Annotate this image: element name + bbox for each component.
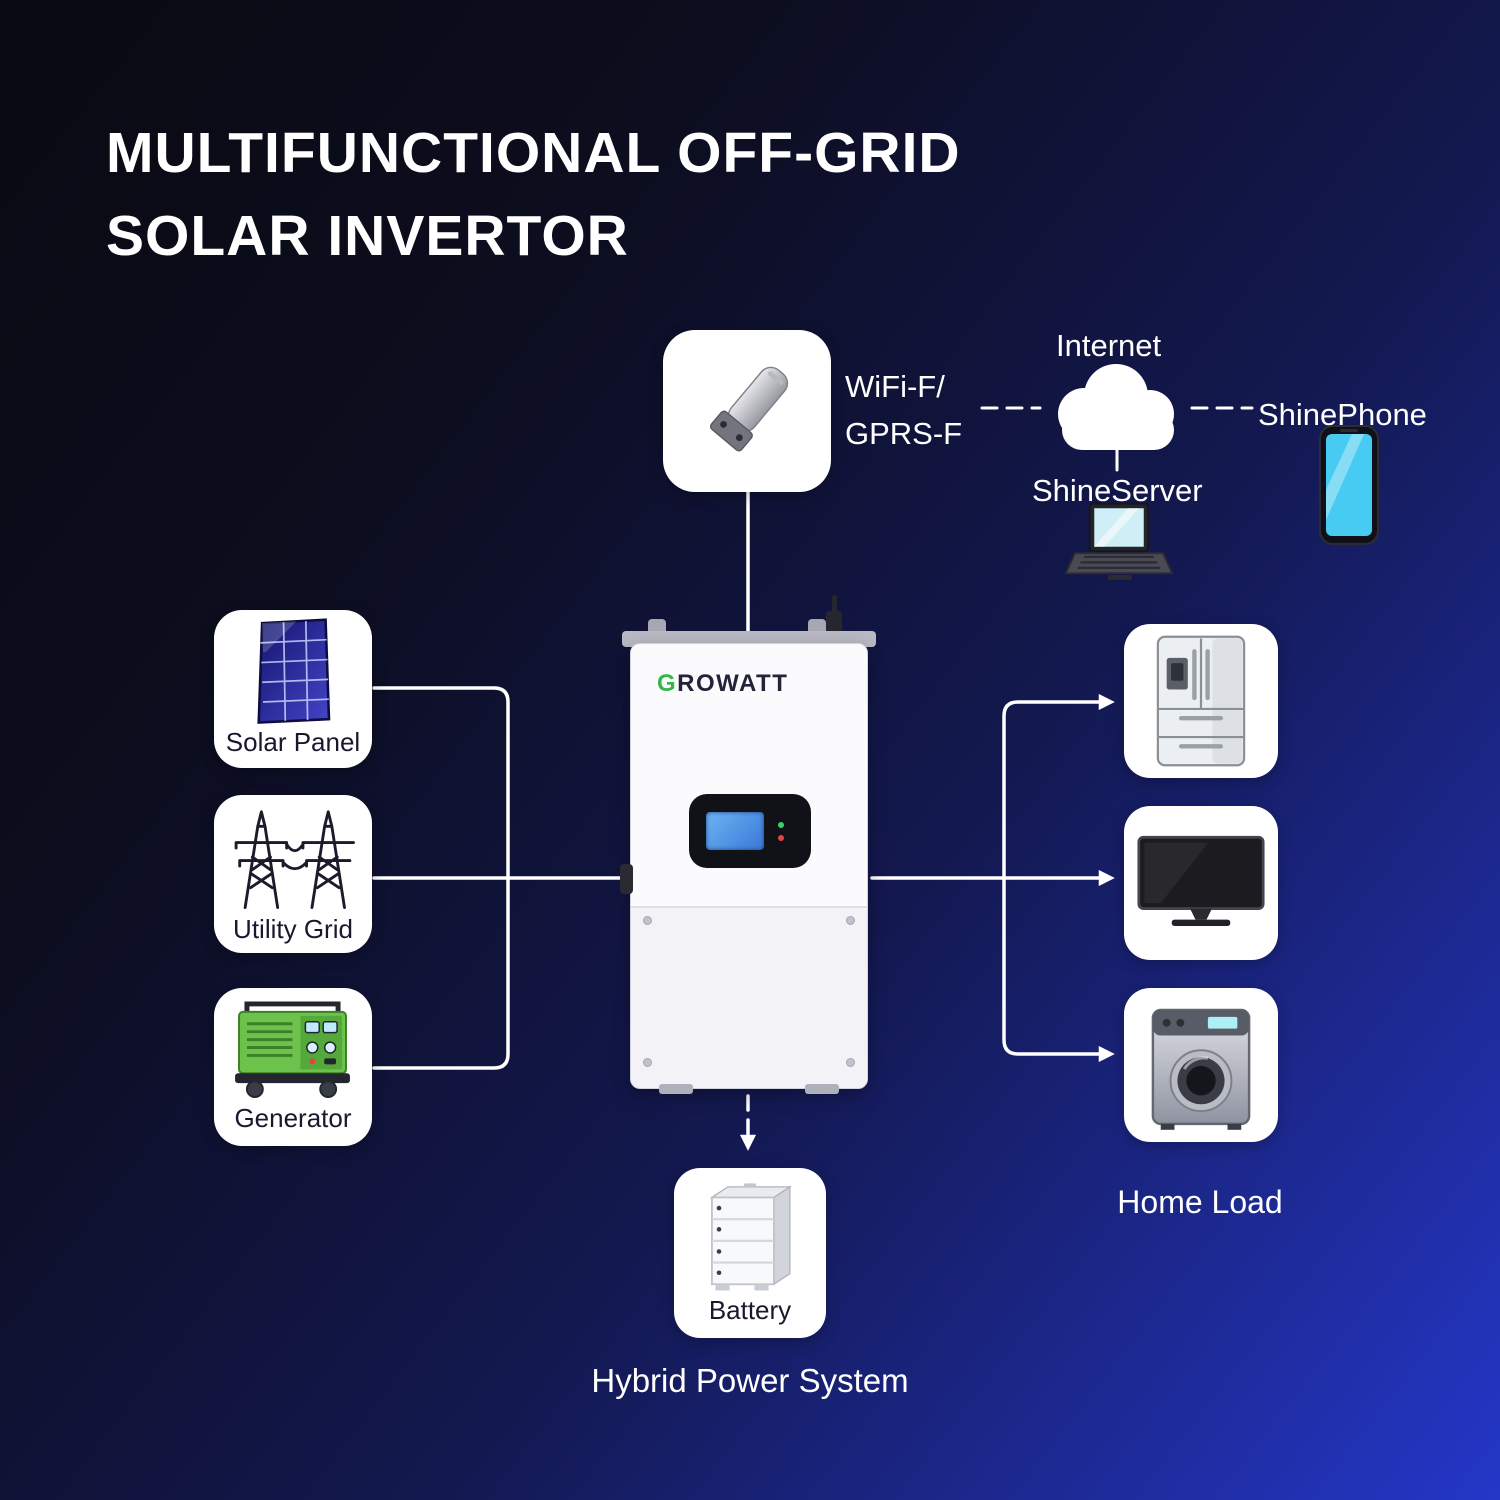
utility-grid-node: Utility Grid <box>214 795 372 953</box>
display-module <box>689 794 811 868</box>
led-green <box>778 821 784 828</box>
tv-node <box>1124 806 1278 960</box>
antenna-tip <box>832 595 837 615</box>
screw <box>643 916 652 925</box>
status-leds <box>778 821 784 841</box>
refrigerator-icon <box>1156 635 1246 767</box>
growatt-logo-rest: ROWATT <box>677 670 789 697</box>
side-port <box>620 864 633 894</box>
battery-icon <box>709 1183 793 1291</box>
tv-icon <box>1137 835 1265 926</box>
utility-grid-icon <box>234 810 355 910</box>
screw <box>846 1058 855 1067</box>
caption: Hybrid Power System <box>591 1362 909 1399</box>
line-inverter-to-washer <box>1002 876 1115 1063</box>
page-title-line1: MULTIFUNCTIONAL OFF-GRID <box>106 121 961 185</box>
shineserver-label: ShineServer <box>1032 473 1203 508</box>
line-solar-to-bus <box>372 686 510 878</box>
inverter-lower-panel <box>631 906 867 1088</box>
solar-panel-label: Solar Panel <box>225 727 361 757</box>
screw <box>846 916 855 925</box>
washer-node <box>1124 988 1278 1142</box>
led-red <box>778 834 784 841</box>
solar-panel-node: Solar Panel <box>214 610 372 768</box>
cloud-internet-icon <box>1058 364 1174 450</box>
growatt-logo: GROWATT <box>657 670 788 698</box>
utility-grid-label: Utility Grid <box>233 914 353 944</box>
fridge-node <box>1124 624 1278 778</box>
inverter-body: GROWATT <box>620 643 868 1094</box>
inverter-foot <box>659 1084 693 1094</box>
inverter-foot <box>805 1084 839 1094</box>
line-generator-to-bus <box>372 878 510 1070</box>
page-title-line2: SOLAR INVERTOR <box>106 203 629 268</box>
generator-label: Generator <box>234 1103 352 1133</box>
wifi-dongle-label: WiFi-F/ GPRS-F <box>845 369 963 451</box>
screw <box>643 1058 652 1067</box>
battery-label: Battery <box>708 1295 792 1325</box>
generator-node: Generator <box>214 988 372 1146</box>
growatt-logo-g: G <box>657 670 678 697</box>
generator-icon <box>235 1001 350 1099</box>
wifi-dongle-node <box>663 330 831 492</box>
solar-panel-icon <box>257 618 331 724</box>
laptop-icon <box>1064 502 1174 580</box>
internet-label: Internet <box>1056 328 1162 363</box>
smartphone-icon <box>1319 425 1379 545</box>
page-title: MULTIFUNCTIONAL OFF-GRID SOLAR INVERTOR <box>106 112 961 277</box>
lcd-screen <box>706 812 764 850</box>
wifi-dongle-icon <box>709 366 789 452</box>
inverter-unit: GROWATT <box>620 595 876 1094</box>
home-load-label: Home Load <box>1117 1184 1283 1220</box>
washing-machine-icon <box>1151 1008 1251 1130</box>
line-inverter-to-fridge <box>1002 693 1115 880</box>
battery-node: Battery <box>674 1168 826 1338</box>
